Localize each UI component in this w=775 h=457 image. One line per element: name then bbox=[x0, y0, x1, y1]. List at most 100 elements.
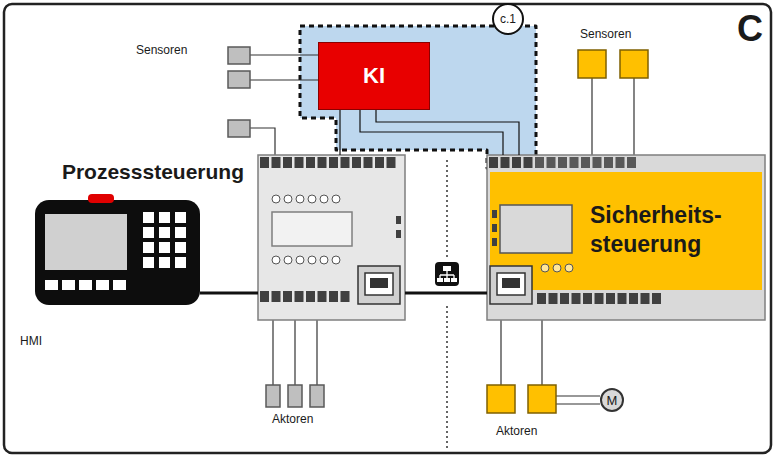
domain-divider bbox=[446, 160, 448, 260]
plc-process-part-part bbox=[284, 256, 292, 264]
sensor-wire-part bbox=[591, 78, 592, 155]
ai-region bbox=[300, 26, 536, 168]
plc-process-part-part bbox=[260, 291, 269, 302]
plc-process-part bbox=[396, 216, 401, 224]
plc-safety-part-part bbox=[593, 157, 602, 168]
node-text: M bbox=[607, 393, 618, 408]
hmi-panel-part bbox=[35, 200, 200, 305]
plc-process-part bbox=[258, 155, 405, 320]
plc-process-part bbox=[358, 266, 400, 304]
plc-safety-part-part bbox=[606, 293, 615, 304]
actuator-part bbox=[288, 385, 302, 407]
plc-safety-part-part bbox=[627, 157, 636, 168]
network-icon-part bbox=[451, 278, 457, 282]
domain-divider bbox=[446, 306, 448, 450]
hmi-panel-part-part bbox=[175, 242, 186, 253]
plc-safety-part-part bbox=[629, 293, 638, 304]
actuator-part bbox=[266, 385, 280, 407]
hmi-panel-part-part bbox=[159, 212, 170, 223]
sensor-wire-part bbox=[500, 320, 501, 385]
plc-safety-part-part bbox=[489, 157, 498, 168]
plc-safety-part-part bbox=[512, 157, 521, 168]
node-text: Sicherheits- steuerung bbox=[590, 201, 758, 259]
plc-process-part-part bbox=[306, 291, 315, 302]
plc-safety bbox=[487, 155, 765, 320]
plc-safety-part-part bbox=[652, 293, 661, 304]
plc-process-part-part bbox=[364, 157, 373, 168]
sensor-wire-part bbox=[250, 128, 275, 155]
group-label: Sensoren bbox=[580, 27, 631, 41]
sensor-part bbox=[228, 120, 250, 137]
sensor-part bbox=[228, 71, 250, 88]
plc-safety-part bbox=[541, 264, 549, 272]
plc-process-part-part bbox=[272, 256, 280, 264]
motor-circle: M bbox=[600, 388, 624, 412]
plc-process-part-part bbox=[306, 157, 315, 168]
plc-process-part-part bbox=[284, 195, 292, 203]
sensor-wire-part bbox=[556, 395, 600, 396]
plc-safety-part bbox=[487, 155, 765, 320]
plc-safety-part bbox=[490, 266, 532, 304]
plc-process-part-part bbox=[318, 291, 327, 302]
hmi-panel-part-part bbox=[62, 280, 75, 290]
plc-process-part bbox=[370, 278, 388, 288]
plc-process-part-part bbox=[283, 291, 292, 302]
sensor-wire-part bbox=[272, 320, 273, 385]
safety-sensor-part bbox=[620, 50, 648, 78]
hmi-panel-part-part bbox=[79, 280, 92, 290]
plc-safety-part bbox=[497, 273, 525, 295]
node-text: Prozesssteuerung bbox=[62, 160, 244, 184]
plc-process-part-part bbox=[295, 291, 304, 302]
network-icon-part bbox=[435, 262, 459, 286]
plc-process-part-part bbox=[341, 157, 350, 168]
network-icon-part bbox=[437, 278, 443, 282]
plc-process-part-part bbox=[318, 157, 327, 168]
plc-safety-part-part bbox=[616, 157, 625, 168]
safety-actuator-part bbox=[528, 385, 556, 413]
plc-process-part-part bbox=[375, 157, 384, 168]
network-icon bbox=[435, 262, 459, 286]
plc-process-part-part bbox=[329, 157, 338, 168]
actuator-part bbox=[310, 385, 324, 407]
sensor-wire-part bbox=[541, 320, 542, 385]
hmi-panel-part-part bbox=[143, 257, 154, 268]
plc-process-part-part bbox=[260, 157, 269, 168]
hmi-panel-part bbox=[88, 194, 114, 203]
sensor-wire-part bbox=[250, 54, 318, 55]
plc-safety-part bbox=[500, 205, 572, 253]
plc-safety-part bbox=[565, 264, 573, 272]
group-label: Aktoren bbox=[496, 424, 537, 438]
plc-safety-part-part bbox=[549, 293, 558, 304]
plc-safety-part-part bbox=[560, 293, 569, 304]
plc-safety-part-part bbox=[558, 157, 567, 168]
plc-process-part-part bbox=[272, 195, 280, 203]
plc-safety-part-part bbox=[537, 293, 546, 304]
safety-sensor-part bbox=[578, 50, 606, 78]
connector bbox=[339, 110, 340, 155]
hmi-panel-part-part bbox=[175, 212, 186, 223]
plc-process-part-part bbox=[283, 157, 292, 168]
callout-circle: c.1 bbox=[492, 3, 524, 35]
sensor-wire-part bbox=[250, 79, 318, 80]
network-icon-part bbox=[443, 266, 451, 271]
plc-safety-part-part bbox=[547, 157, 556, 168]
node-text: c.1 bbox=[500, 12, 516, 26]
plc-safety-part-part bbox=[583, 293, 592, 304]
connector bbox=[405, 292, 487, 295]
plc-process-part-part bbox=[352, 157, 361, 168]
plc-safety-part-part bbox=[570, 157, 579, 168]
hmi-panel-part bbox=[45, 212, 186, 290]
safety-sensor bbox=[578, 50, 648, 78]
hmi-panel-part-part bbox=[113, 280, 126, 290]
actuator bbox=[266, 385, 324, 407]
hmi-panel-part-part bbox=[159, 227, 170, 238]
process-controller: Prozesssteuerung bbox=[258, 155, 405, 320]
group-label: Sensoren bbox=[136, 43, 187, 57]
plc-process-part-part bbox=[296, 256, 304, 264]
network-icon-part bbox=[444, 278, 450, 282]
plc-process-part bbox=[272, 212, 352, 246]
plc-safety-part-part bbox=[524, 157, 533, 168]
